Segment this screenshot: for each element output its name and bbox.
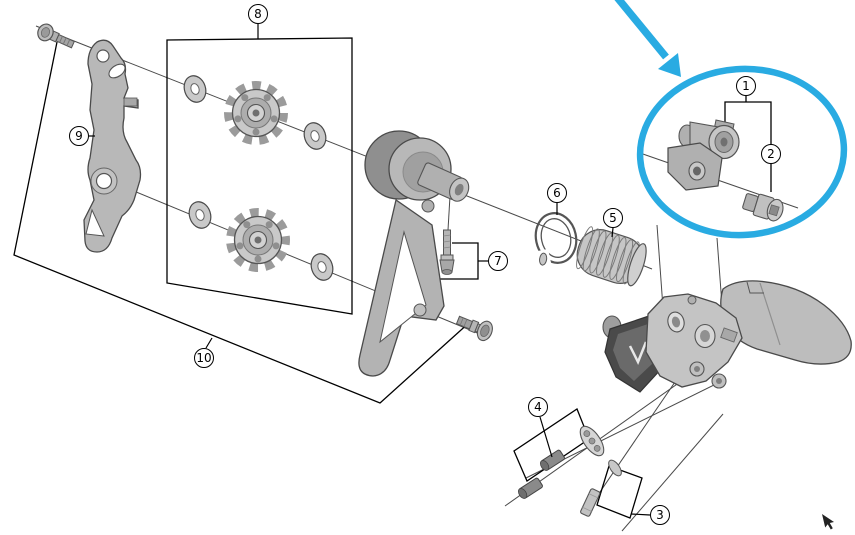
group-bracket-1-2 bbox=[724, 96, 772, 192]
plate-boss-hole bbox=[413, 303, 427, 317]
adjust-bolt-hanger-line bbox=[447, 195, 451, 231]
part-stroke-adjust-bolt bbox=[439, 229, 455, 275]
callout-7: 7 bbox=[488, 251, 508, 271]
part-pulley-set bbox=[183, 75, 334, 281]
callout-2: 2 bbox=[761, 144, 781, 164]
part-stopper-plug bbox=[742, 193, 784, 222]
part-pulley-bottom bbox=[226, 208, 290, 272]
callout-leader-lines bbox=[89, 24, 651, 516]
plate-slot-hole bbox=[108, 63, 126, 79]
part-washer-4 bbox=[310, 253, 334, 281]
part-tension-spring bbox=[576, 226, 647, 287]
body-v-mark bbox=[628, 341, 648, 366]
group-box-4 bbox=[513, 408, 590, 482]
highlight-arrow-head bbox=[658, 53, 681, 77]
highlight-annotation bbox=[614, 0, 848, 239]
part-pin-washer bbox=[608, 459, 622, 477]
part-plate-bolt-upper bbox=[37, 23, 75, 49]
upper-axis-line bbox=[35, 25, 653, 270]
part-cable-bolt-lower bbox=[518, 477, 543, 499]
callout-1: 1 bbox=[736, 76, 756, 96]
group-box-10 bbox=[13, 41, 472, 404]
plate-stub-pin bbox=[123, 97, 138, 107]
part-inner-plate bbox=[83, 39, 142, 253]
callout-5: 5 bbox=[603, 208, 623, 228]
plate-pivot-hole bbox=[95, 172, 113, 190]
highlight-arrow-shaft bbox=[614, 0, 669, 60]
callout-3: 3 bbox=[650, 505, 670, 525]
part-cable-bolt-upper bbox=[540, 449, 565, 471]
part-washer-2 bbox=[303, 122, 327, 150]
callout-9: 9 bbox=[69, 126, 89, 146]
part-washer-3 bbox=[188, 201, 212, 229]
pin-axis-line-2 bbox=[621, 413, 724, 532]
plate-lower-stub bbox=[421, 199, 435, 213]
part-cable-washer-stack bbox=[579, 425, 605, 457]
part-washer-1 bbox=[183, 75, 207, 103]
highlight-ellipse bbox=[636, 65, 848, 239]
callout-10: 10 bbox=[194, 348, 214, 368]
part-bracket-axle-unit bbox=[667, 119, 740, 191]
part-pulley-top bbox=[224, 81, 288, 145]
part-plate-bolt-lower bbox=[455, 315, 493, 342]
group-box-8 bbox=[166, 37, 353, 315]
part-snap-ring bbox=[534, 212, 578, 268]
plate-axle bbox=[417, 162, 470, 202]
plate-top-hole bbox=[96, 49, 110, 63]
mouse-cursor-icon bbox=[822, 514, 834, 530]
part-pin bbox=[580, 488, 601, 517]
callout-8: 8 bbox=[248, 4, 268, 24]
group-box-3 bbox=[596, 465, 643, 519]
part-outer-plate bbox=[358, 130, 470, 377]
callout-6: 6 bbox=[547, 183, 567, 203]
unit-mount-line bbox=[656, 224, 664, 309]
part-derailleur-body bbox=[602, 280, 852, 393]
callout-4: 4 bbox=[528, 397, 548, 417]
